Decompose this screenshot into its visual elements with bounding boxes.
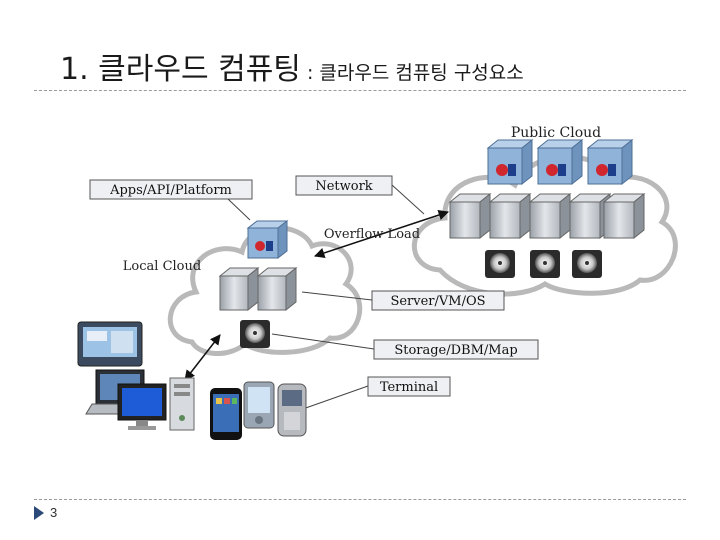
public-app-boxes: [486, 138, 634, 186]
terminal-link-arrow: [184, 334, 221, 381]
desktop-device: [117, 383, 167, 430]
title-main: 1. 클라우드 컴퓨팅: [60, 52, 301, 87]
callout-server: [301, 290, 505, 311]
callout-storage-label: Storage/DBM/Map: [394, 343, 517, 358]
slide-title: 1. 클라우드 컴퓨팅 : 클라우드 컴퓨팅 구성요소: [60, 44, 524, 88]
phone-device: [210, 388, 242, 440]
callout-apps: [89, 179, 253, 221]
local-app-box: [246, 219, 289, 260]
page-marker-icon: [34, 506, 44, 520]
callout-terminal-label: Terminal: [380, 380, 438, 395]
callout-network-label: Network: [315, 179, 372, 194]
bottom-divider: [34, 499, 686, 500]
callout-server-label: Server/VM/OS: [390, 294, 485, 309]
public-disks: [485, 250, 602, 278]
page-number: 3: [50, 505, 58, 520]
overflow-arrow: [314, 209, 449, 259]
top-divider: [34, 90, 686, 91]
tablet-device: [77, 321, 143, 367]
callout-apps-label: Apps/API/Platform: [109, 183, 232, 198]
callout-storage: [271, 333, 539, 360]
local-disk: [240, 320, 270, 348]
flip-phone-device: [277, 383, 307, 437]
public-servers: [448, 192, 646, 240]
public-cloud-label: Public Cloud: [511, 125, 601, 141]
pc-tower-device: [169, 377, 195, 431]
callout-network: [295, 175, 425, 215]
pda-device: [243, 381, 275, 429]
title-sub: : 클라우드 컴퓨팅 구성요소: [300, 62, 524, 84]
local-servers: [218, 266, 298, 312]
local-cloud-label: Local Cloud: [123, 259, 201, 274]
overflow-label: Overflow Load: [324, 227, 420, 242]
callout-terminal: [299, 376, 451, 411]
